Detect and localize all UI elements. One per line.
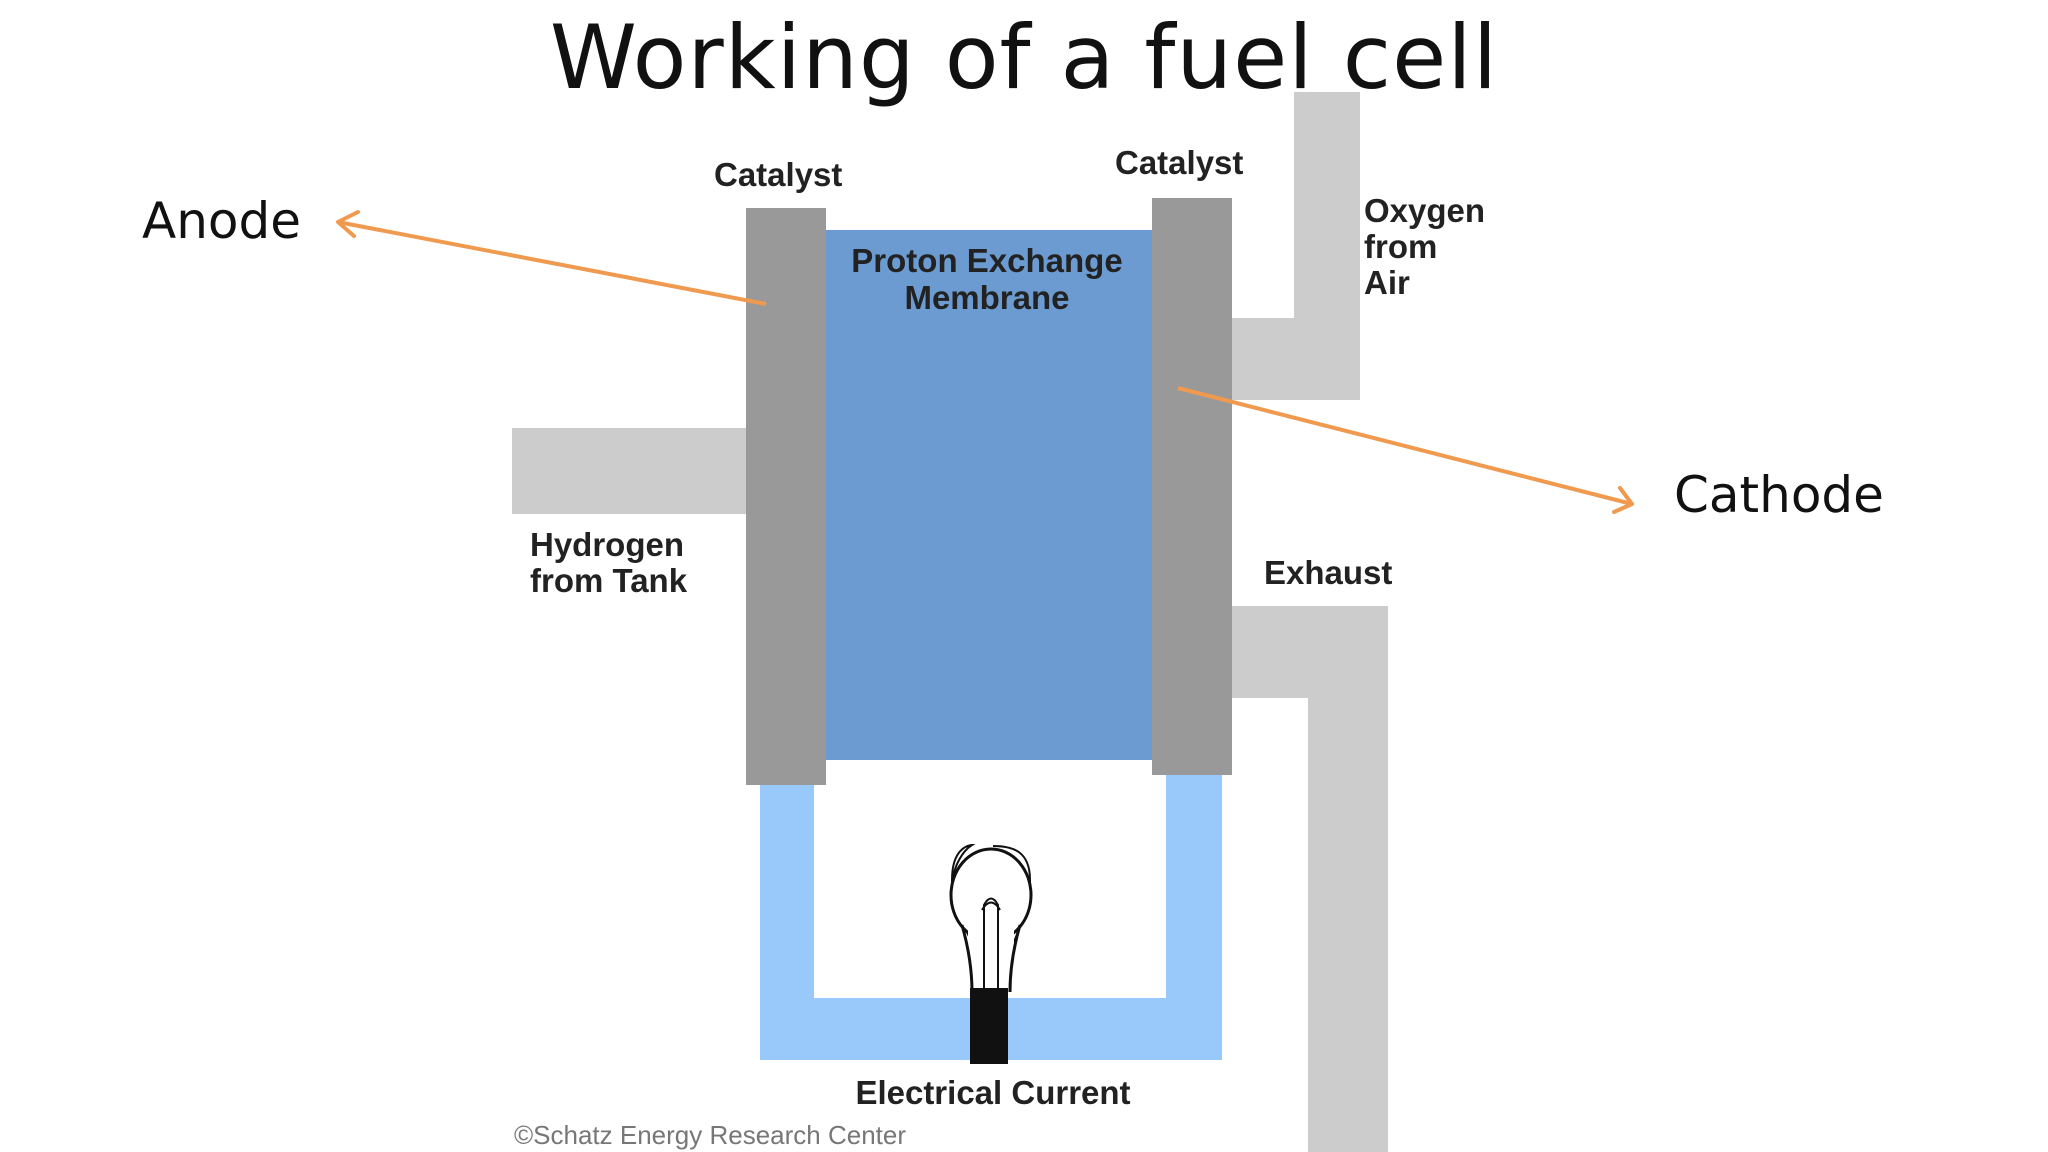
anode-arrow	[336, 210, 767, 306]
oxygen-label-line3: Air	[1364, 264, 1410, 301]
proton-exchange-membrane	[824, 230, 1156, 760]
slide-title: Working of a fuel cell	[549, 6, 1499, 109]
cathode-arrow	[1177, 386, 1634, 514]
hydrogen-inlet-pipe	[512, 428, 747, 514]
exhaust-label: Exhaust	[1264, 554, 1392, 591]
oxygen-inlet-pipe	[1230, 92, 1360, 400]
cathode-label: Cathode	[1674, 466, 1884, 524]
cathode-catalyst-plate	[1152, 198, 1232, 775]
membrane-label-line2: Membrane	[904, 279, 1069, 316]
membrane-label-line1: Proton Exchange	[851, 242, 1122, 279]
oxygen-label-line1: Oxygen	[1364, 192, 1485, 229]
anode-label: Anode	[142, 192, 301, 250]
exhaust-pipe	[1230, 606, 1388, 1152]
hydrogen-label-line2: from Tank	[530, 562, 688, 599]
bulb-base	[970, 988, 1008, 1064]
electrical-current-label: Electrical Current	[855, 1074, 1130, 1111]
credit-text: ©Schatz Energy Research Center	[514, 1120, 906, 1150]
light-bulb-icon	[949, 843, 1033, 1064]
catalyst-right-label: Catalyst	[1115, 144, 1243, 181]
oxygen-label-line2: from	[1364, 228, 1437, 265]
catalyst-left-label: Catalyst	[714, 156, 842, 193]
anode-catalyst-plate	[746, 208, 826, 785]
hydrogen-label-line1: Hydrogen	[530, 526, 684, 563]
